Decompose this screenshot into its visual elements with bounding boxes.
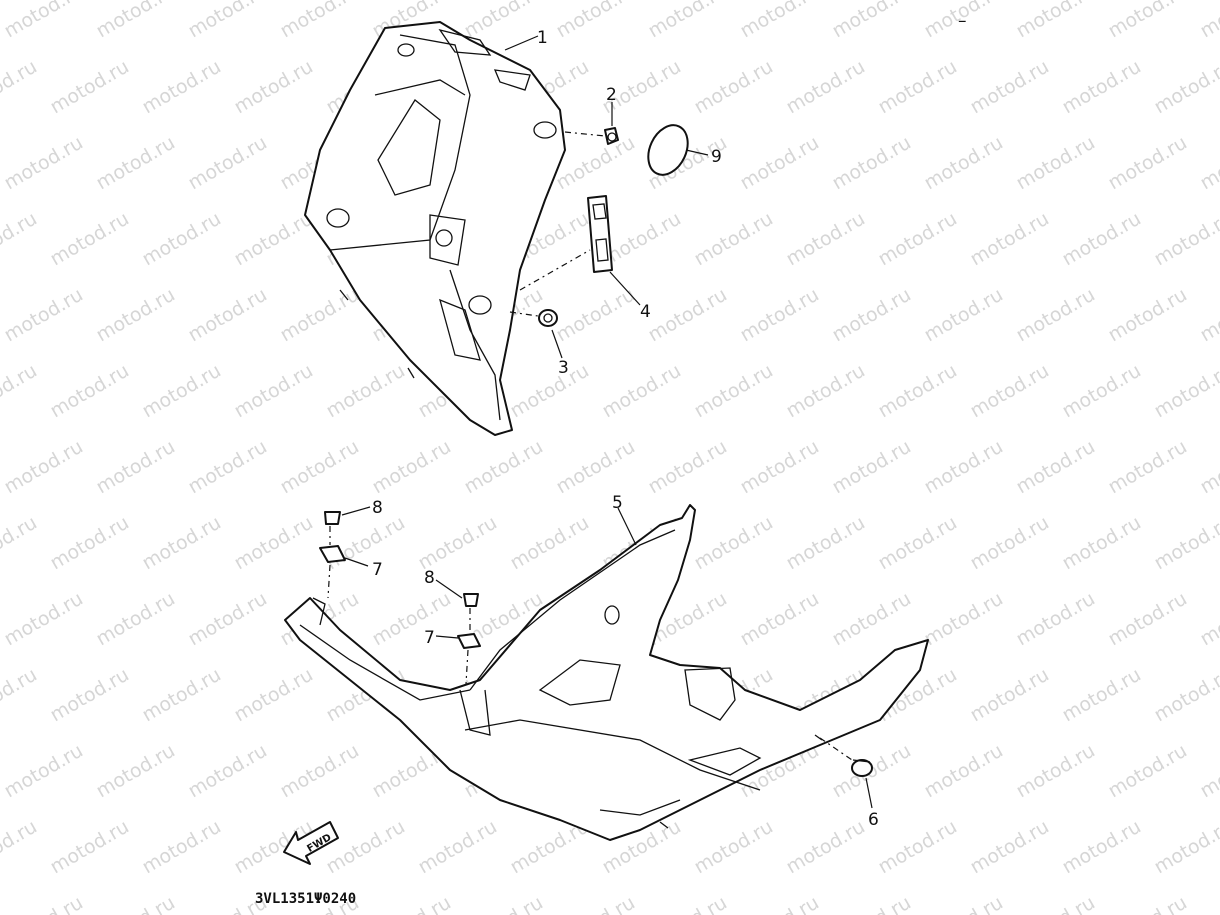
part-4-bracket [519, 195, 613, 291]
callout-1: 1 [537, 28, 548, 48]
callout-9: 9 [711, 147, 722, 167]
part-1-leg-shield [304, 21, 566, 436]
part-7-8-right-fasteners [457, 593, 481, 685]
corner-mark: – [958, 11, 967, 31]
part-3-screw [509, 309, 558, 327]
part-9-cap [647, 124, 689, 176]
drawing-code: 3VL1351Ψ0240 [255, 891, 356, 907]
part-5-footrest-board [284, 504, 929, 841]
fwd-arrow: FWD [283, 821, 339, 865]
leader-lines [341, 35, 873, 809]
part-2-bolt [564, 127, 619, 145]
callout-6: 6 [868, 810, 879, 830]
callout-7a: 7 [372, 560, 383, 580]
part-6-bolt [819, 737, 873, 777]
callout-7b: 7 [424, 628, 435, 648]
callout-4: 4 [640, 302, 651, 322]
callout-2: 2 [606, 85, 617, 105]
part-7-8-left-fasteners [319, 511, 346, 599]
callout-5: 5 [612, 493, 623, 513]
callout-3: 3 [558, 358, 569, 378]
callout-8a: 8 [372, 498, 383, 518]
callout-8b: 8 [424, 568, 435, 588]
